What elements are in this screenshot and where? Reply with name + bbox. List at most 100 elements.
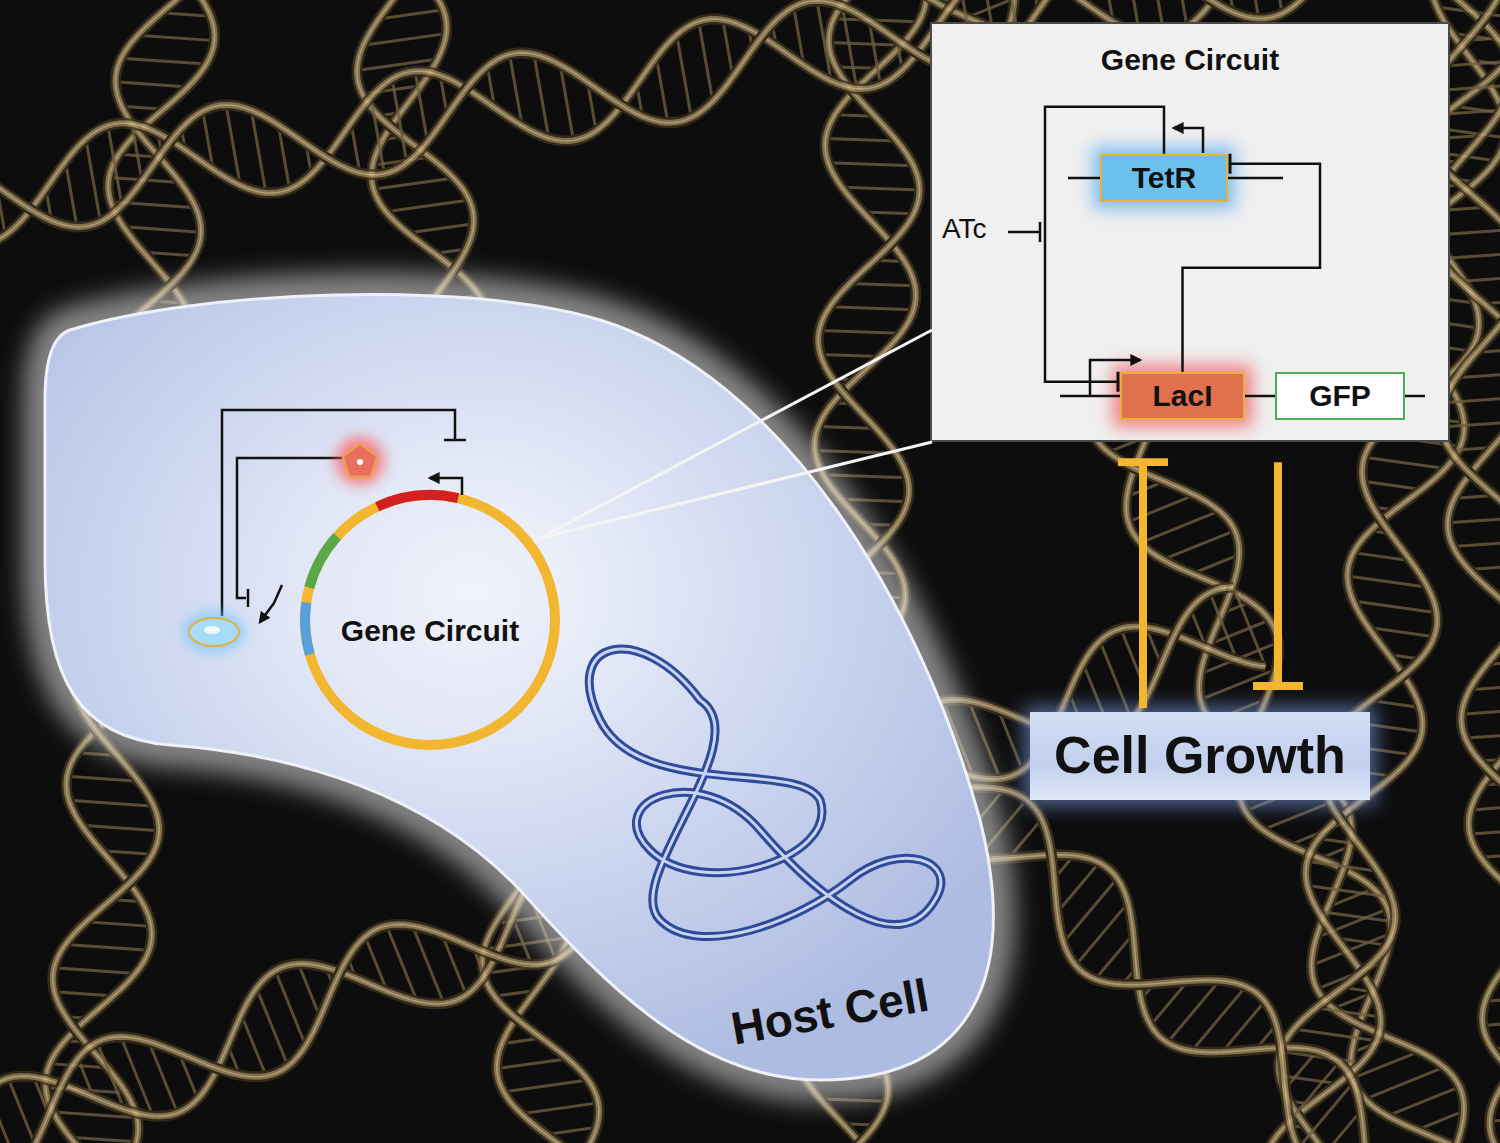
inhibition-bar bbox=[247, 589, 250, 607]
laci-protein bbox=[336, 437, 384, 485]
inhibition-bar bbox=[444, 439, 466, 442]
helix-rung bbox=[1095, 934, 1133, 979]
tetr-gene-segment bbox=[300, 602, 315, 656]
helix-rung bbox=[54, 968, 135, 974]
repressor-box: LacI bbox=[1120, 372, 1245, 421]
protein-glow bbox=[336, 437, 384, 485]
helix-rung bbox=[521, 1103, 598, 1114]
reporter-box: GFP bbox=[1275, 372, 1405, 421]
cell-body bbox=[45, 295, 993, 1080]
helix-rung bbox=[275, 970, 305, 1045]
helix-rung bbox=[1298, 1082, 1353, 1143]
helix-rung bbox=[656, 57, 668, 122]
repressor-box-text: LacI bbox=[1152, 379, 1212, 414]
dna-stub bbox=[1245, 395, 1275, 398]
cell-circuit bbox=[222, 410, 466, 622]
helix-rung bbox=[1314, 1111, 1361, 1143]
protein-dot bbox=[357, 459, 363, 465]
helix-rung bbox=[1448, 518, 1500, 523]
helix-rung bbox=[1163, 531, 1235, 560]
helix-rung bbox=[1167, 981, 1219, 1043]
helix-rung bbox=[1453, 541, 1500, 547]
helix-rung bbox=[497, 1059, 568, 1069]
label-anchor: Host Cell bbox=[830, 1012, 1029, 1065]
promoter-arrow bbox=[1090, 360, 1140, 396]
helix-rung bbox=[363, 34, 446, 46]
helix-rung bbox=[677, 35, 692, 118]
chromosome-loop bbox=[589, 649, 941, 936]
promoter-arrow bbox=[430, 478, 462, 495]
helix-rung bbox=[1364, 457, 1445, 468]
plasmid-backbone bbox=[305, 495, 555, 745]
helix-rung bbox=[1316, 1008, 1381, 1017]
cell-glow bbox=[45, 295, 993, 1080]
helix-rung bbox=[820, 355, 879, 357]
gfp-gene-segment bbox=[304, 533, 340, 589]
helix-rung bbox=[69, 800, 154, 806]
helix-rung bbox=[241, 1014, 266, 1076]
tetr-protein bbox=[184, 613, 244, 651]
chromosome-loop bbox=[589, 649, 941, 936]
helix-rung bbox=[1363, 481, 1422, 489]
plasmid-fill bbox=[300, 490, 560, 750]
zoom-line bbox=[540, 330, 932, 538]
reporter-box-text: GFP bbox=[1309, 379, 1371, 414]
helix-rung bbox=[67, 776, 139, 781]
helix-rung bbox=[54, 992, 113, 996]
helix-rung bbox=[850, 283, 915, 285]
helix-rung bbox=[1365, 1067, 1444, 1099]
helix-rung bbox=[386, 200, 469, 212]
helix-rung bbox=[65, 161, 77, 226]
inducer-label: ATc bbox=[942, 213, 987, 245]
helix-rung bbox=[408, 224, 474, 233]
helix-rung bbox=[8, 1078, 35, 1143]
helix-rung bbox=[830, 307, 914, 310]
repression-connector bbox=[1183, 164, 1321, 372]
repression-connector bbox=[1045, 107, 1164, 382]
helix-rung bbox=[1307, 885, 1391, 897]
dna-stub bbox=[1405, 395, 1425, 398]
phenotype-box: Cell Growth bbox=[1030, 712, 1370, 800]
growth-coupling-line bbox=[1274, 462, 1282, 686]
helix-rung bbox=[0, 1090, 19, 1143]
inset-circuit bbox=[1008, 128, 1425, 396]
helix-rung bbox=[1140, 511, 1219, 543]
helix-rung bbox=[1128, 495, 1195, 522]
inducer-wire bbox=[1008, 231, 1040, 234]
helix-rung bbox=[256, 988, 288, 1066]
helix-rung bbox=[392, 79, 407, 163]
promoter-arrow bbox=[1174, 128, 1203, 153]
repression-wire bbox=[222, 410, 455, 616]
helix-rung bbox=[121, 58, 206, 64]
dna-stub bbox=[1068, 177, 1100, 180]
helix-rung bbox=[86, 139, 101, 222]
helix-rung bbox=[371, 97, 385, 174]
laci-pentagon bbox=[343, 444, 377, 477]
protein-glow bbox=[184, 613, 244, 651]
helix-rung bbox=[534, 54, 549, 138]
helix-rung bbox=[819, 330, 901, 333]
helix-rung bbox=[699, 21, 713, 101]
helix-rung bbox=[1192, 987, 1246, 1051]
host-cell: Host CellGene Circuit bbox=[45, 285, 995, 1085]
repressor-box: TetR bbox=[1100, 154, 1228, 203]
inset-panel-text: Gene Circuit bbox=[1101, 43, 1279, 78]
helix-rung bbox=[1347, 576, 1427, 587]
helix-rung bbox=[723, 20, 733, 77]
helix-rung bbox=[251, 110, 266, 193]
helix-rung bbox=[374, 178, 454, 189]
helix-rung bbox=[298, 964, 320, 1018]
helix-rung bbox=[504, 1080, 588, 1092]
protein-dot bbox=[204, 626, 220, 634]
helix-rung bbox=[108, 126, 122, 206]
helix-rung bbox=[828, 163, 913, 166]
label-anchor: ATc bbox=[942, 213, 987, 245]
helix-rung bbox=[415, 71, 427, 142]
plasmid-circle-text: Gene Circuit bbox=[341, 614, 519, 649]
helix-rung bbox=[842, 187, 920, 190]
phenotype-box-text: Cell Growth bbox=[1054, 726, 1346, 786]
helix-rung bbox=[138, 35, 215, 40]
helix-rung bbox=[123, 227, 201, 232]
